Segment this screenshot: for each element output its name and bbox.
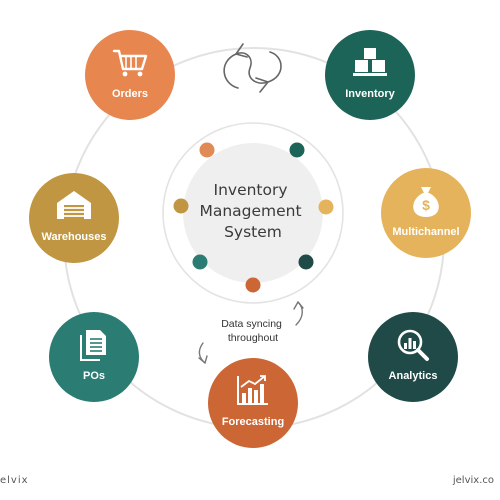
hub-dot — [318, 199, 334, 215]
node-label: Forecasting — [222, 416, 284, 428]
node-inventory: Inventory — [325, 30, 415, 120]
node-orders: Orders — [85, 30, 175, 120]
center-ring — [162, 122, 344, 304]
sync-caption-line-1: Data syncing — [221, 318, 282, 330]
node-circle — [49, 312, 139, 402]
svg-text:Data syncing throughout: Data syncing throughout — [221, 318, 285, 344]
footer-url: jelvix.co — [452, 475, 494, 486]
bar-chart-growth-icon — [237, 375, 268, 405]
hub-dots — [173, 142, 334, 293]
hub-dot — [192, 254, 208, 270]
node-label: Warehouses — [41, 231, 106, 243]
svg-text:Inventory Management: Inventory Management System — [199, 181, 306, 241]
sync-arrows-icon — [223, 43, 282, 93]
footer-logo-text: elvix — [0, 475, 29, 486]
boxes-icon — [353, 48, 387, 76]
hub-dot — [199, 142, 215, 158]
hub-dot — [289, 142, 305, 158]
hub-dot — [245, 277, 261, 293]
node-label: Analytics — [389, 370, 438, 382]
node-label: Inventory — [345, 88, 395, 100]
money-bag-icon: $ — [413, 187, 439, 217]
node-circle — [368, 312, 458, 402]
sync-curve-arrows — [198, 301, 304, 364]
node-forecasting: Forecasting — [208, 358, 298, 448]
center-title-line-3: System — [224, 223, 282, 241]
node-multichannel: $ Multichannel — [381, 168, 471, 258]
hub-dot — [298, 254, 314, 270]
svg-text:$: $ — [422, 197, 430, 213]
warehouse-icon — [57, 191, 91, 219]
node-label: Orders — [112, 88, 148, 100]
node-label: Multichannel — [392, 226, 459, 238]
magnifier-chart-icon — [397, 329, 429, 361]
sync-caption-line-2: throughout — [228, 332, 278, 344]
center-hub: Inventory Management System — [162, 122, 344, 304]
node-pos: POs — [49, 312, 139, 402]
center-disc — [183, 143, 323, 283]
center-title-line-2: Management — [199, 202, 301, 220]
documents-icon — [80, 330, 106, 361]
hub-dot — [173, 198, 189, 214]
node-circle — [85, 30, 175, 120]
shopping-cart-icon — [112, 49, 148, 77]
center-title-line-1: Inventory — [214, 181, 288, 199]
node-analytics: Analytics — [368, 312, 458, 402]
node-warehouses: Warehouses — [29, 173, 119, 263]
node-label: POs — [83, 370, 105, 382]
